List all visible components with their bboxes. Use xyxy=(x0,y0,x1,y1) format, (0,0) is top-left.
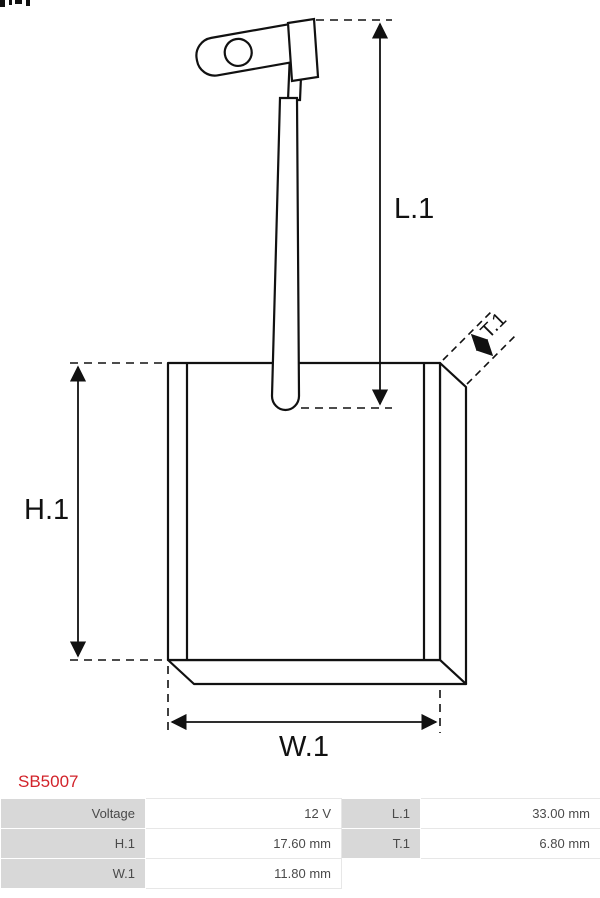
spec-label-w1: W.1 xyxy=(0,858,146,889)
part-number-link[interactable]: SB5007 xyxy=(18,772,79,791)
brush-body xyxy=(166,361,468,686)
t1-label: T.1 xyxy=(477,309,511,343)
corner-mark xyxy=(0,0,30,7)
spec-value-h1: 17.60 mm xyxy=(145,828,342,859)
dimension-t1: T.1 xyxy=(442,309,517,385)
t1-arrow-line xyxy=(470,333,494,357)
lead-wire xyxy=(270,28,305,412)
spec-value-w1: 11.80 mm xyxy=(145,858,342,889)
h1-label: H.1 xyxy=(24,494,69,526)
spec-value-l1: 33.00 mm xyxy=(420,798,600,829)
spec-label-empty xyxy=(341,858,421,889)
table-row: H.1 17.60 mm T.1 6.80 mm xyxy=(0,828,600,859)
table-row: W.1 11.80 mm xyxy=(0,858,600,889)
terminal-hole xyxy=(223,37,253,68)
spec-table: Voltage 12 V L.1 33.00 mm H.1 17.60 mm T… xyxy=(0,798,600,889)
wire-braid xyxy=(270,96,301,412)
body-bottom-face xyxy=(166,658,468,686)
terminal-tab xyxy=(195,17,320,83)
spec-label-h1: H.1 xyxy=(0,828,146,859)
body-front-face xyxy=(166,361,442,662)
spec-label-t1: T.1 xyxy=(341,828,421,859)
technical-drawing: L.1 H.1 W.1 T.1 xyxy=(0,0,517,763)
spec-value-t1: 6.80 mm xyxy=(420,828,600,859)
body-right-face xyxy=(438,361,468,686)
dimension-h1: H.1 xyxy=(24,362,162,661)
spec-value-voltage: 12 V xyxy=(145,798,342,829)
table-row: Voltage 12 V L.1 33.00 mm xyxy=(0,798,600,829)
w1-label: W.1 xyxy=(279,731,329,763)
spec-label-l1: L.1 xyxy=(341,798,421,829)
spec-value-empty xyxy=(420,858,600,889)
dimension-l1: L.1 xyxy=(301,19,434,409)
spec-label-voltage: Voltage xyxy=(0,798,146,829)
dimension-w1: W.1 xyxy=(167,666,441,763)
terminal-crimp xyxy=(286,17,320,83)
l1-label: L.1 xyxy=(394,193,434,225)
